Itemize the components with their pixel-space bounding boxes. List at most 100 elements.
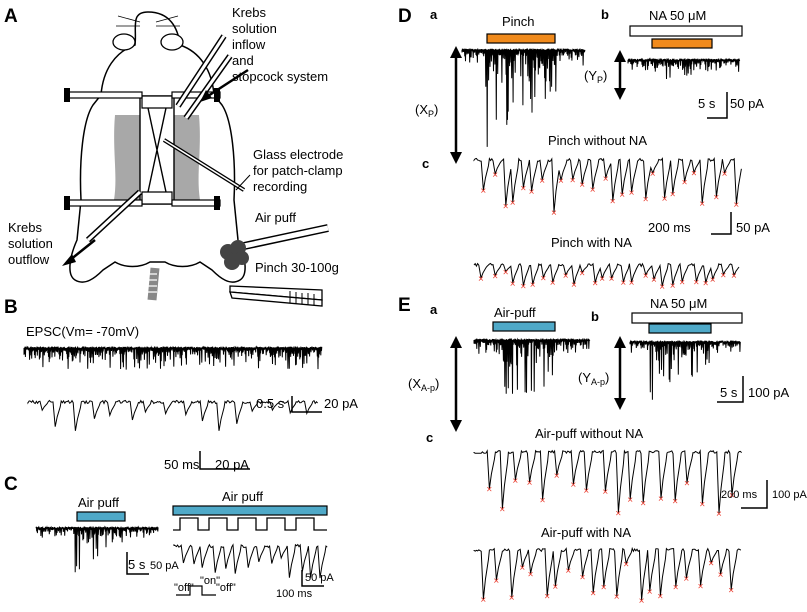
event-marker: × — [682, 178, 688, 189]
event-marker: × — [708, 559, 714, 570]
scalebar-ec-time: 200 ms — [721, 489, 758, 501]
event-markers-airpuff-with-na: ×××××××××××××××××××××× — [480, 559, 734, 607]
panel-e-sub-b: b — [591, 309, 599, 324]
event-marker: × — [579, 268, 585, 279]
panel-e-letter: E — [398, 295, 411, 316]
label-krebs-inflow-3: inflow — [232, 37, 266, 52]
label-off-1: "off" — [174, 582, 194, 594]
airpuff-bar-c-right — [172, 505, 328, 516]
event-marker: × — [493, 576, 499, 587]
rat-ear-left — [112, 33, 136, 51]
na-label-e: NA 50 μM — [650, 296, 707, 311]
event-marker: × — [672, 497, 678, 508]
event-marker: × — [510, 279, 516, 290]
electrode-pointer — [235, 174, 251, 191]
event-marker: × — [583, 486, 589, 497]
event-marker: × — [509, 593, 515, 604]
holder-knob-tr — [214, 88, 220, 102]
event-marker: × — [718, 570, 724, 581]
na-bar-d — [629, 25, 743, 37]
event-marker: × — [530, 280, 536, 291]
panel-c-letter: C — [4, 474, 18, 495]
yap-arrowhead-up — [614, 336, 626, 348]
label-off-2: "off" — [216, 582, 236, 594]
event-marker: × — [623, 560, 629, 571]
event-marker: × — [733, 200, 739, 211]
event-marker: × — [629, 278, 635, 289]
event-marker: × — [480, 595, 486, 606]
label-electrode-1: Glass electrode — [253, 147, 343, 162]
event-marker: × — [579, 180, 585, 191]
scalebar-c2 — [301, 570, 324, 587]
event-marker: × — [713, 193, 719, 204]
event-marker: × — [529, 187, 535, 198]
panel-d-letter: D — [398, 6, 412, 27]
scalebar-e-amp: 100 pA — [748, 385, 790, 400]
scalebar-b1 — [291, 396, 322, 413]
event-marker: × — [478, 274, 484, 285]
event-marker: × — [558, 176, 564, 187]
event-marker: × — [722, 169, 728, 180]
yp-arrowhead-down — [614, 88, 626, 100]
panel-e-trace2-title: Air-puff with NA — [541, 525, 631, 540]
scalebar-d-amp: 50 pA — [730, 96, 764, 111]
on-off-legend-pulse — [176, 585, 216, 596]
panel-d-sub-a: a — [430, 7, 438, 22]
event-marker: × — [580, 573, 586, 584]
event-marker: × — [716, 509, 722, 520]
event-marker: × — [640, 498, 646, 509]
event-markers-pinch-without-na: ×××××××××××××××××××××××××× — [480, 169, 739, 219]
event-marker: × — [563, 271, 569, 282]
xp-label: (XP) — [415, 102, 438, 119]
event-marker: × — [619, 190, 625, 201]
airpuff-trace-with-na — [473, 546, 742, 600]
label-krebs-outflow-1: Krebs — [8, 220, 42, 235]
spinal-cord — [147, 107, 167, 193]
yap-label: (YA-p) — [578, 370, 609, 387]
airpuff-bar-e-b — [648, 323, 712, 334]
event-marker: × — [527, 478, 533, 489]
scalebar-d — [707, 92, 728, 119]
airpuff-trace-c-right — [173, 543, 328, 579]
yp-label: (YP) — [584, 68, 607, 85]
label-krebs-inflow-4: and — [232, 53, 254, 68]
event-marker: × — [602, 487, 608, 498]
event-marker: × — [519, 563, 525, 574]
event-marker: × — [503, 201, 509, 212]
pinch-trace-without-na — [473, 157, 742, 212]
outflow-arrowhead — [62, 254, 76, 266]
event-marker: × — [510, 198, 516, 209]
panel-d-stim-label: Pinch — [502, 14, 535, 29]
scalebar-b1-amp: 20 pA — [324, 396, 358, 411]
event-marker: × — [691, 169, 697, 180]
inflow-arrowhead — [200, 90, 212, 102]
label-air-puff: Air puff — [255, 210, 296, 225]
scalebar-b2-amp: 20 pA — [215, 457, 249, 472]
event-marker: × — [520, 282, 526, 293]
yp-arrowhead-up — [614, 50, 626, 62]
rat-diagram — [64, 11, 246, 301]
event-marker: × — [698, 581, 704, 592]
event-marker: × — [684, 479, 690, 490]
label-krebs-outflow-3: outflow — [8, 252, 50, 267]
event-marker: × — [670, 190, 676, 201]
airpuff-trace-e-a — [473, 337, 591, 394]
event-marker: × — [679, 277, 685, 288]
inflow-tube-inner — [176, 35, 226, 107]
yp-label-main: Y — [588, 68, 597, 83]
rat-tail — [147, 267, 160, 301]
event-marker: × — [693, 277, 699, 288]
panel-d-trace2-title: Pinch with NA — [551, 235, 632, 250]
xp-arrowhead-down — [450, 152, 462, 164]
airpuff-trace-c-left — [35, 525, 159, 573]
yap-label-sub: A-p — [591, 377, 605, 387]
event-marker: × — [615, 509, 621, 520]
event-marker: × — [683, 574, 689, 585]
event-marker: × — [599, 274, 605, 285]
holder-knob-bl — [64, 196, 70, 210]
outflow-arrow — [69, 239, 96, 261]
holder-knob-tl — [64, 88, 70, 102]
xap-label-main: X — [412, 376, 421, 391]
label-krebs-inflow-1: Krebs — [232, 5, 266, 20]
event-marker: × — [699, 199, 705, 210]
